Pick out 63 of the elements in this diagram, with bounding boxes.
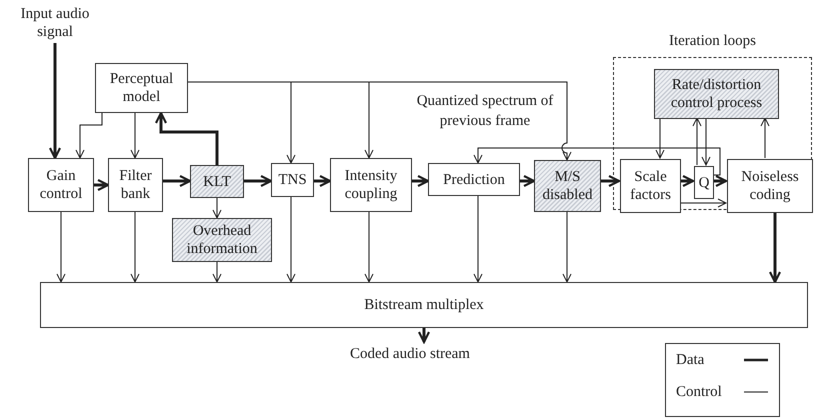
box-label: Bitstream multiplex [364,296,484,314]
process-box [28,158,94,212]
shaded-process-box [190,165,244,198]
shaded-process-box [654,69,779,119]
arrow [760,118,770,158]
process-box [428,163,520,196]
arrow [130,212,140,282]
box-label: M/S disabled [542,168,594,204]
arrow [768,212,782,284]
arrow [713,174,728,188]
box-label: Intensity coupling [344,167,398,203]
arrow [154,112,218,165]
arrow [286,196,296,282]
process-box [727,159,813,213]
legend-label: Control [676,384,722,400]
arrow [130,112,140,158]
arrow [680,174,694,188]
box-label: TNS [278,171,307,189]
arrow [314,174,332,188]
box-label: Rate/distortion control process [670,76,764,112]
process-box [620,159,681,213]
arrow [680,198,726,208]
box-label: Overhead information [186,222,258,258]
arrow [692,118,702,166]
box-label: Perceptual model [108,70,174,106]
box-label: Filter bank [118,167,153,203]
arrow [474,148,720,176]
arrow [94,178,110,192]
box-label: Q [698,174,710,192]
process-box [40,282,808,328]
shaded-process-box [534,160,601,212]
process-box [330,158,412,212]
shaded-process-box [172,218,272,262]
arrow [163,174,192,188]
process-box [95,63,188,113]
arrow [562,212,572,282]
arrow [364,212,374,282]
box-label: KLT [203,172,231,190]
flow-label: Input audio signal [20,5,90,41]
process-box [108,158,163,212]
arrow [212,262,222,282]
process-box [271,163,314,197]
box-label: Noiseless coding [740,168,800,204]
process-box [694,166,714,199]
arrow [212,198,222,218]
box-label: Gain control [38,167,84,203]
arrow [418,328,430,344]
arrow [56,212,66,282]
arrow [601,174,620,188]
arrow [48,43,62,160]
arrow [656,118,664,158]
arrow [412,174,430,188]
arrow [474,196,482,282]
box-label: Scale factors [629,168,672,204]
arrow [76,112,102,158]
arrow [702,118,710,166]
box-label: Prediction [443,170,505,188]
legend-label: Data [676,352,704,368]
arrow [244,174,272,188]
flow-label: Coded audio stream [350,345,470,363]
arrow [520,174,536,188]
group-heading: Iteration loops [668,32,758,50]
annotation-label: Quantized spectrum of previous frame [416,92,554,130]
